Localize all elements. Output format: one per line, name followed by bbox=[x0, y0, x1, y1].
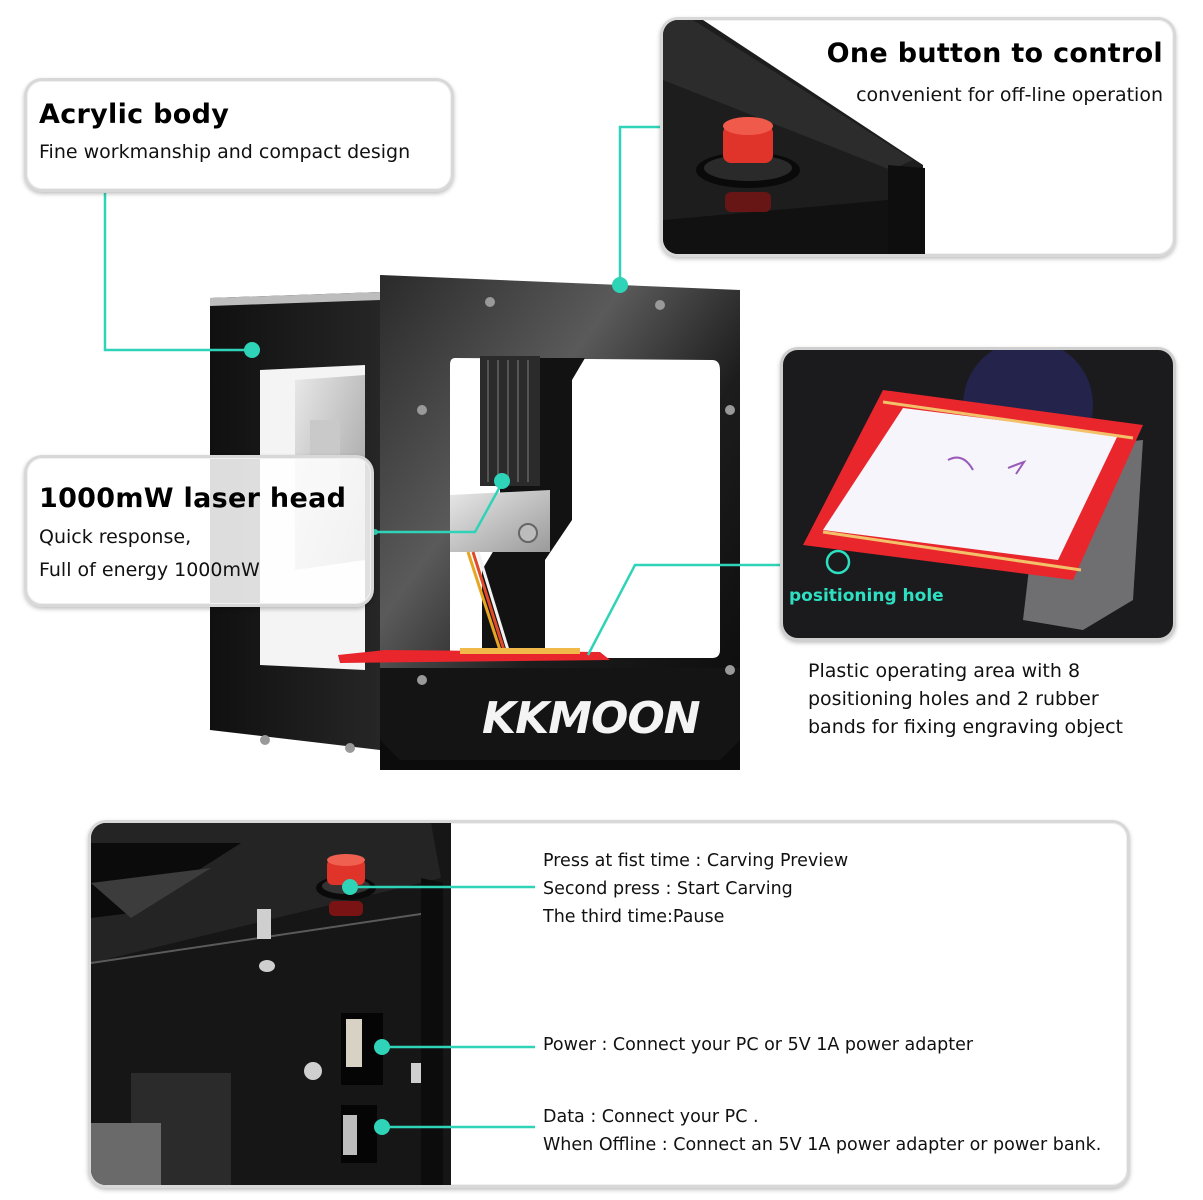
button-info-line2: Second press : Start Carving bbox=[543, 879, 793, 899]
data-info-line2: When Offline : Connect an 5V 1A power ad… bbox=[543, 1135, 1102, 1155]
usb-power-port bbox=[346, 1019, 362, 1067]
one-button-subtitle: convenient for off-line operation bbox=[856, 84, 1163, 106]
engraver-illustration: KKMOON bbox=[210, 275, 740, 770]
operating-area-caption-line1: Plastic operating area with 8 bbox=[808, 660, 1081, 682]
button-closeup-photo bbox=[663, 20, 925, 254]
data-info-line1: Data : Connect your PC . bbox=[543, 1107, 759, 1127]
button-info-line3: The third time:Pause bbox=[543, 907, 725, 927]
ports-closeup-photo bbox=[91, 823, 451, 1185]
button-info-line1: Press at fist time : Carving Preview bbox=[543, 851, 849, 871]
operating-area-caption-line3: bands for fixing engraving object bbox=[808, 716, 1124, 738]
operating-area-photo bbox=[783, 350, 1173, 638]
usb-data-port bbox=[343, 1115, 357, 1155]
acrylic-body-title: Acrylic body bbox=[39, 99, 230, 130]
positioning-hole-label: positioning hole bbox=[789, 586, 944, 606]
brand-logo-text: KKMOON bbox=[482, 693, 700, 744]
laser-head-line2: Full of energy 1000mW bbox=[39, 559, 260, 581]
acrylic-body-subtitle: Fine workmanship and compact design bbox=[39, 141, 411, 163]
positioning-hole-marker bbox=[825, 549, 851, 575]
bottom-ports-panel: Press at fist time : Carving Preview Sec… bbox=[88, 820, 1130, 1188]
callout-acrylic-body: Acrylic body Fine workmanship and compac… bbox=[24, 78, 454, 192]
callout-one-button: One button to control convenient for off… bbox=[660, 17, 1176, 257]
power-info: Power : Connect your PC or 5V 1A power a… bbox=[543, 1035, 974, 1055]
laser-head-line1: Quick response, bbox=[39, 526, 192, 548]
callout-operating-area-photo: positioning hole bbox=[780, 347, 1176, 641]
callout-laser-head: 1000mW laser head Quick response, Full o… bbox=[24, 455, 374, 607]
laser-head-title: 1000mW laser head bbox=[39, 483, 347, 514]
one-button-title: One button to control bbox=[826, 38, 1163, 69]
product-image-engraver: KKMOON bbox=[200, 270, 760, 790]
operating-area-caption-line2: positioning holes and 2 rubber bbox=[808, 688, 1099, 710]
